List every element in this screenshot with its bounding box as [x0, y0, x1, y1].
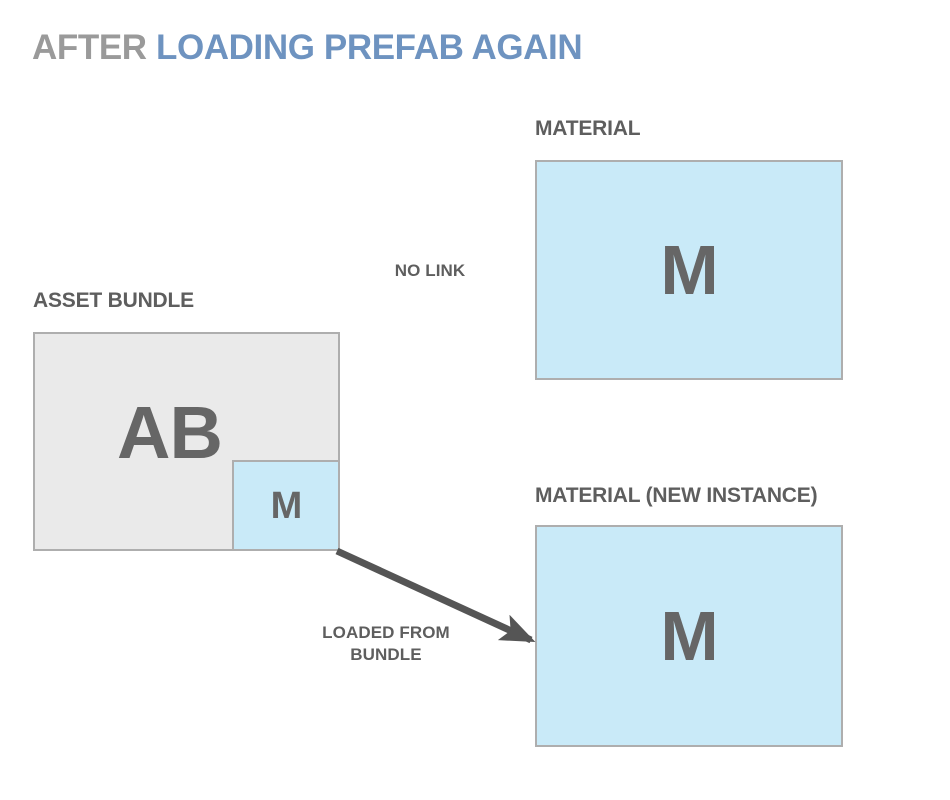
page-title-prefix: AFTER [32, 28, 156, 67]
loaded-from-bundle-edge-label: LOADED FROM BUNDLE [322, 623, 450, 665]
material-top-box: M [535, 160, 843, 380]
bundle-material-glyph: M [270, 484, 303, 527]
material-top-label: MATERIAL [535, 117, 641, 140]
asset-bundle-label: ASSET BUNDLE [33, 289, 194, 312]
material-top-glyph: M [660, 231, 718, 309]
material-new-instance-box: M [535, 525, 843, 747]
material-new-instance-label: MATERIAL (NEW INSTANCE) [535, 484, 818, 507]
no-link-edge-label: NO LINK [394, 261, 466, 280]
page-title-highlight: LOADING PREFAB AGAIN [155, 28, 583, 67]
material-new-instance-glyph: M [660, 597, 718, 675]
page-title: AFTER LOADING PREFAB AGAIN [32, 28, 583, 67]
asset-bundle-box: AB [33, 332, 340, 551]
bundle-material-box: M [232, 460, 340, 551]
asset-bundle-glyph: AB [117, 391, 223, 474]
